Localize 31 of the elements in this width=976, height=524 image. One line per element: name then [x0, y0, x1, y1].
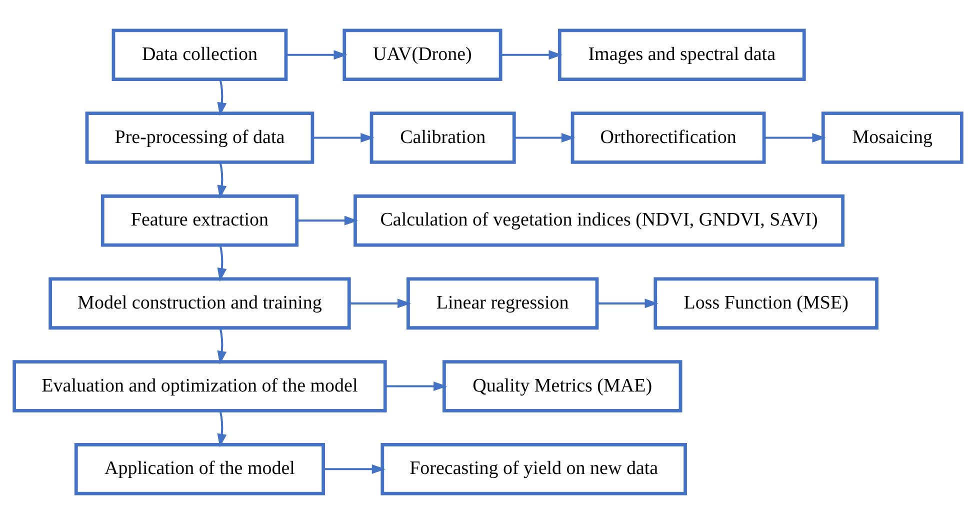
node-box: Calibration [370, 112, 516, 164]
node-box: Images and spectral data [558, 28, 806, 82]
arrow [217, 162, 227, 199]
arrow [514, 132, 576, 142]
arrow [312, 132, 374, 142]
node-box: Application of the model [74, 442, 326, 496]
node-box: Linear regression [406, 277, 599, 330]
arrow [324, 464, 386, 474]
node-box: Data collection [112, 28, 288, 82]
node-box: Evaluation and optimization of the model [12, 360, 387, 412]
arrow [217, 328, 227, 365]
node-box: Model construction and training [48, 277, 351, 330]
node-box: Feature extraction [100, 194, 299, 247]
node-box: Mosaicing [821, 112, 964, 164]
arrow [217, 244, 227, 282]
node-box: UAV(Drone) [342, 28, 502, 82]
arrow [385, 382, 448, 392]
arrow [217, 410, 227, 448]
arrow [297, 216, 358, 226]
arrow [597, 298, 658, 308]
arrow [349, 298, 412, 308]
node-box: Quality Metrics (MAE) [442, 360, 682, 412]
node-box: Calculation of vegetation indices (NDVI, GNDVI, SAVI) [354, 194, 845, 247]
node-box: Loss Function (MSE) [654, 277, 878, 330]
arrow [286, 50, 348, 60]
arrow [764, 132, 826, 142]
arrow [501, 50, 562, 60]
node-box: Orthorectification [570, 112, 766, 164]
node-box: Forecasting of yield on new data [380, 442, 687, 496]
arrow [217, 79, 227, 116]
node-box: Pre-processing of data [85, 112, 314, 164]
